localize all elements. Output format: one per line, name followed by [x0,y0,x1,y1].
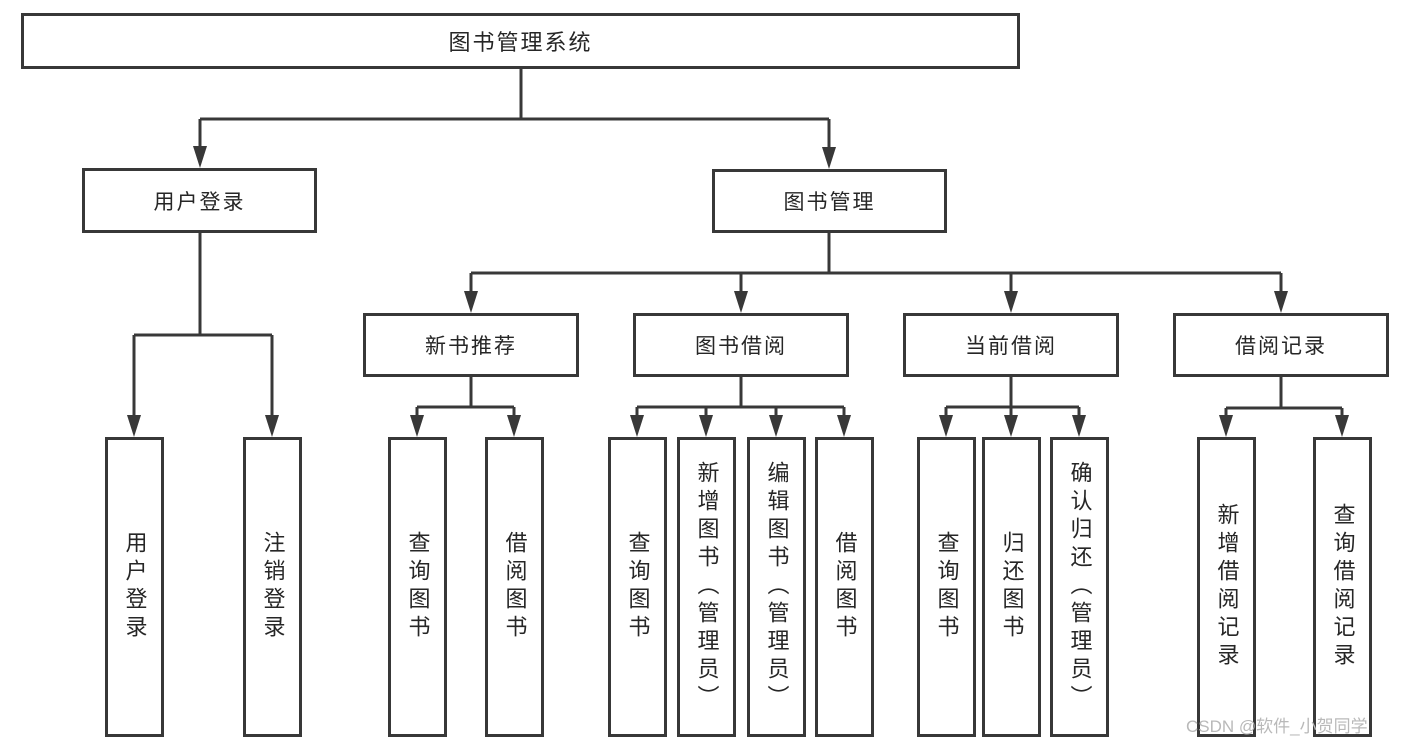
leaf-label: 归还图书 [999,531,1025,643]
leaf-label: 新增借阅记录 [1214,503,1240,671]
node-label: 图书管理系统 [448,30,593,55]
leaf-query-borrow-record: 查询借阅记录 [1313,437,1372,737]
connector-current-to-leaves [939,377,1086,437]
leaf-label: 注销登录 [260,531,286,643]
node-current-borrow: 当前借阅 [903,313,1119,377]
leaf-return-book: 归还图书 [982,437,1041,737]
connector-newbook-to-leaves [410,377,521,437]
node-library-management-system: 图书管理系统 [21,13,1020,69]
leaf-label: 查询图书 [934,531,960,643]
connector-borrow-to-leaves [630,377,851,437]
leaf-add-borrow-record: 新增借阅记录 [1197,437,1256,737]
leaf-label: 借阅图书 [832,531,858,643]
leaf-confirm-return-admin: 确认归还（管理员） [1050,437,1109,737]
connector-bookmgmt-to-level3 [464,233,1288,313]
leaf-label: 新增图书（管理员） [694,461,720,713]
connector-root-to-level2 [193,69,836,169]
leaf-borrow-books: 借阅图书 [815,437,874,737]
leaf-label: 查询借阅记录 [1330,503,1356,671]
node-book-borrow: 图书借阅 [633,313,849,377]
node-label: 图书借阅 [695,335,787,358]
leaf-user-login: 用户登录 [105,437,164,737]
leaf-add-book-admin: 新增图书（管理员） [677,437,736,737]
node-label: 当前借阅 [965,335,1057,358]
node-label: 新书推荐 [425,335,517,358]
leaf-query-books-recommend: 查询图书 [388,437,447,737]
node-book-management: 图书管理 [712,169,947,233]
leaf-label: 编辑图书（管理员） [764,461,790,713]
leaf-label: 确认归还（管理员） [1067,461,1093,713]
leaf-label: 查询图书 [625,531,651,643]
node-label: 图书管理 [783,191,876,214]
connector-userlogin-to-leaves [127,233,279,437]
leaf-label: 用户登录 [122,531,148,643]
node-user-login: 用户登录 [82,168,317,233]
leaf-borrow-books-recommend: 借阅图书 [485,437,544,737]
node-borrow-record: 借阅记录 [1173,313,1389,377]
leaf-query-books-borrow: 查询图书 [608,437,667,737]
leaf-label: 借阅图书 [502,531,528,643]
leaf-edit-book-admin: 编辑图书（管理员） [747,437,806,737]
node-new-book-recommend: 新书推荐 [363,313,579,377]
leaf-label: 查询图书 [405,531,431,643]
leaf-logout-login: 注销登录 [243,437,302,737]
node-label: 用户登录 [153,190,246,214]
csdn-watermark: CSDN @软件_小贺同学 [1186,717,1368,736]
connector-record-to-leaves [1219,377,1349,437]
node-label: 借阅记录 [1235,335,1327,358]
leaf-query-books-current: 查询图书 [917,437,976,737]
